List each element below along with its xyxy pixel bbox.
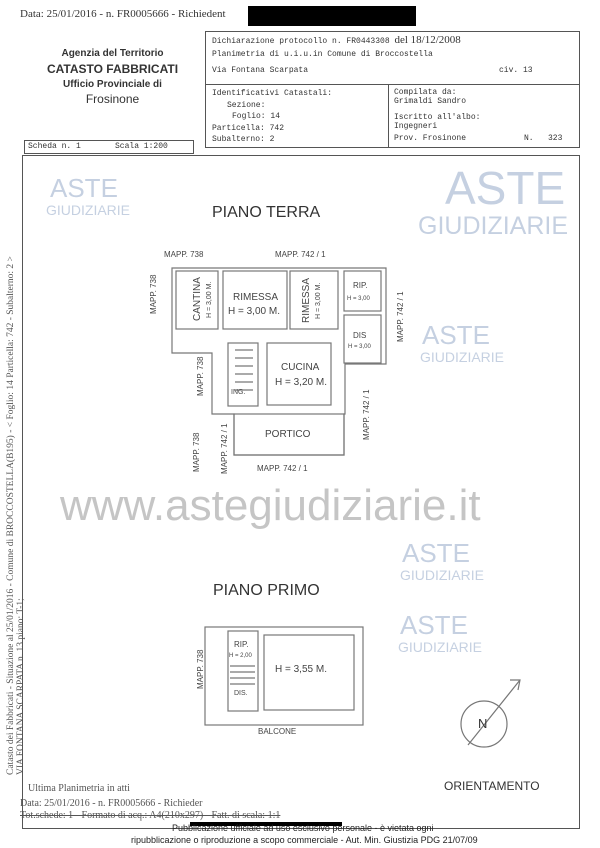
provincia-label: Frosinone xyxy=(85,92,140,106)
civico: civ. 13 xyxy=(499,66,533,75)
catasto-title: CATASTO FABBRICATI xyxy=(46,62,179,76)
mapp-label: MAPP. 738 xyxy=(196,356,205,396)
redaction-bar xyxy=(190,822,342,826)
declaration-box: Dichiarazione protocollo n. FR0443308 de… xyxy=(205,31,580,148)
room-height: H = 3,20 M. xyxy=(275,377,327,388)
via-line: Via Fontana Scarpata xyxy=(212,66,309,75)
mapp-label: MAPP. 738 xyxy=(192,432,201,472)
room-cucina: CUCINA xyxy=(281,362,320,373)
agency-name: Agenzia del Territorio xyxy=(61,48,164,59)
identificativi: Identificativi Catastali: Sezione: Fogli… xyxy=(212,89,333,144)
ultima-planimetria: Ultima Planimetria in atti xyxy=(28,783,130,794)
albo-number: N. 323 xyxy=(524,134,563,143)
room-ing: ING. xyxy=(231,389,246,396)
watermark-giudiziarie: GIUDIZIARIE xyxy=(46,202,131,218)
watermark-giudiziarie: GIUDIZIARIE xyxy=(398,639,483,655)
redaction-bar xyxy=(248,6,416,26)
room-height: H = 3,00 M. xyxy=(315,282,322,319)
room-rimessa: RIMESSA xyxy=(233,292,279,303)
provincia-albo: Prov. Frosinone xyxy=(394,134,467,143)
mapp-label: MAPP. 742 / 1 xyxy=(362,389,371,440)
room-portico: PORTICO xyxy=(265,429,311,440)
watermark-aste: ASTE xyxy=(422,320,490,350)
watermark-url: www.astegiudiziarie.it xyxy=(60,481,481,530)
room-cantina: CANTINA xyxy=(192,277,203,321)
publication-notice-1: Pubblicazione ufficiale ad uso esclusivo… xyxy=(172,823,434,833)
room-dis: DIS. xyxy=(234,690,248,697)
request-line: Data: 25/01/2016 - n. FR0005666 - Richie… xyxy=(20,8,226,20)
room-dis: DIS xyxy=(353,331,367,340)
agency-block: Agenzia del Territorio CATASTO FABBRICAT… xyxy=(20,48,205,106)
watermark-aste: ASTE xyxy=(400,610,468,640)
room-height: H = 3,00 xyxy=(348,344,371,350)
ufficio-label: Ufficio Provinciale di xyxy=(63,79,162,90)
mapp-label: MAPP. 742 / 1 xyxy=(396,291,405,342)
watermark-aste: ASTE xyxy=(50,173,118,203)
mapp-label: MAPP. 738 xyxy=(164,250,204,259)
room-height: H = 3,00 M. xyxy=(206,281,213,318)
room-height: H = 3,00 xyxy=(347,296,370,302)
watermark-giudiziarie: GIUDIZIARIE xyxy=(400,567,485,583)
watermark-aste: ASTE xyxy=(402,538,470,568)
watermark-aste: ASTE xyxy=(445,162,566,214)
orientation-label: ORIENTAMENTO xyxy=(444,779,540,793)
piano-primo-title: PIANO PRIMO xyxy=(213,582,320,599)
footer-tot-line: Tot.schede: 1 - Formato di acq.: A4(210x… xyxy=(20,810,281,821)
planimetria-line: Planimetria di u.i.u.in Comune di Brocco… xyxy=(212,50,433,59)
watermark-giudiziarie: GIUDIZIARIE xyxy=(420,349,505,365)
room-rip: RIP. xyxy=(234,640,249,649)
mapp-label: MAPP. 738 xyxy=(149,274,158,314)
piano-terra-title: PIANO TERRA xyxy=(212,204,321,221)
publication-notice-2: ripubblicazione o riproduzione a scopo c… xyxy=(131,835,478,845)
mapp-label: MAPP. 742 / 1 xyxy=(257,464,308,473)
room-height: H = 2,00 xyxy=(229,653,252,659)
mapp-label: MAPP. 742 / 1 xyxy=(275,250,326,259)
scheda-box: Scheda n. 1 Scala 1:200 xyxy=(24,140,194,154)
north-icon: N xyxy=(478,716,488,731)
watermark-giudiziarie: GIUDIZIARIE xyxy=(418,212,569,240)
plan-frame xyxy=(22,155,580,829)
mapp-label: MAPP. 738 xyxy=(196,649,205,689)
protocollo: Dichiarazione protocollo n. FR0443308 de… xyxy=(212,34,461,46)
footer-data-line: Data: 25/01/2016 - n. FR0005666 - Richie… xyxy=(20,798,203,809)
room-rip: RIP. xyxy=(353,281,368,290)
compilatore-block: Compilata da: Grimaldi Sandro Iscritto a… xyxy=(394,88,481,131)
room-height: H = 3,55 M. xyxy=(275,664,327,675)
room-height: H = 3,00 M. xyxy=(228,306,280,317)
room-rimessa: RIMESSA xyxy=(301,277,312,323)
mapp-label: MAPP. 742 / 1 xyxy=(220,423,229,474)
room-balcone: BALCONE xyxy=(258,727,297,736)
